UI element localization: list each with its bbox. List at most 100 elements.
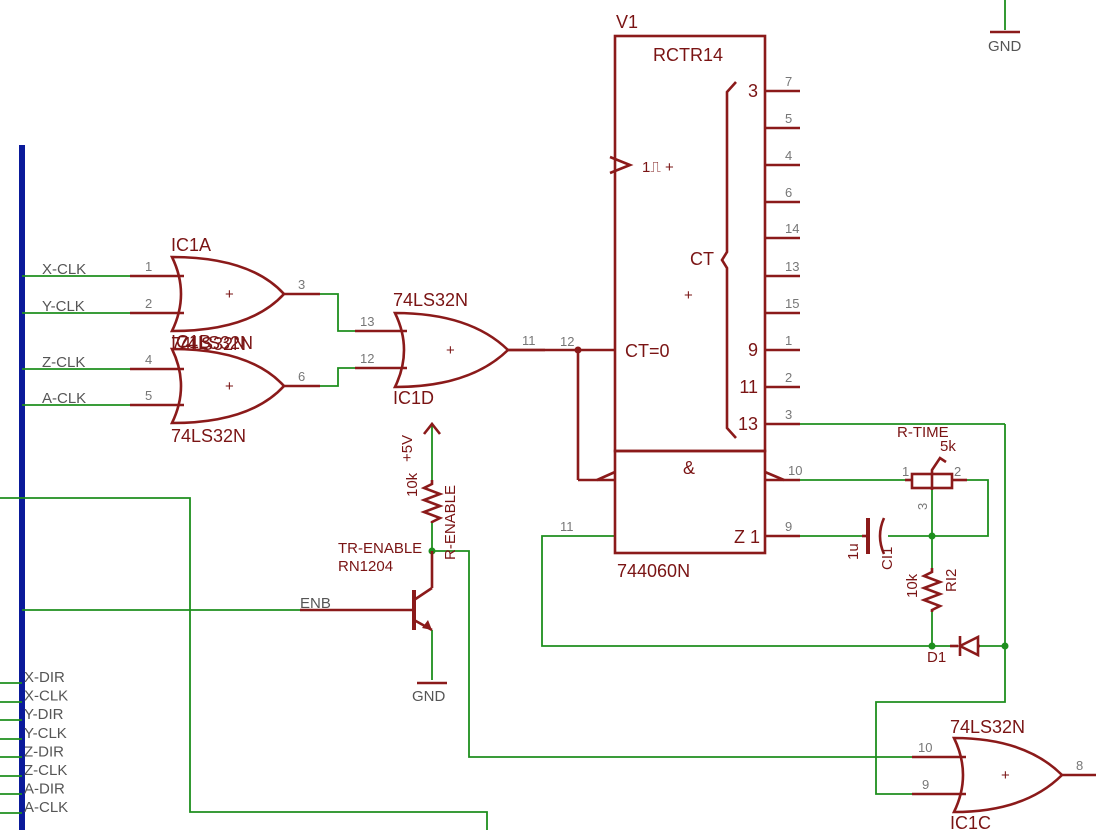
bus-label: Y-CLK (24, 725, 67, 742)
counter-output-pin-number: 4 (785, 148, 792, 163)
gate-part: 74LS32N (393, 290, 468, 310)
gate-plus: + (1001, 767, 1010, 784)
cap-name: CI1 (879, 547, 896, 570)
reset-label: CT=0 (625, 341, 670, 361)
ri2-value: 10k (904, 573, 921, 598)
counter-ref: V1 (616, 12, 638, 32)
gate-ref-overlap: IC1B (171, 332, 211, 352)
pin-number: 3 (915, 503, 930, 510)
counter-output-inner-label: 11 (739, 377, 758, 397)
top-ground-label: GND (988, 38, 1022, 55)
ri2-name: RI2 (943, 569, 960, 592)
junction-dot (928, 532, 936, 540)
gate-part: 74LS32N (171, 426, 246, 446)
gate-plus: + (225, 286, 234, 303)
pin-number: 6 (298, 369, 305, 384)
diode-name: D1 (927, 649, 946, 666)
r-enable-name: R-ENABLE (442, 485, 459, 560)
gate-plus: + (225, 378, 234, 395)
resistor-ri2: 10k RI2 (904, 568, 960, 612)
pin-number: 13 (360, 314, 374, 329)
junction-dot (928, 642, 936, 650)
pin-number: 4 (145, 352, 152, 367)
clock-symbol: 1⎍ + (642, 159, 674, 176)
junction-dot (1001, 642, 1009, 650)
pin-10-number: 10 (788, 463, 802, 478)
net-enb: ENB (300, 595, 331, 612)
pin-number: 8 (1076, 758, 1083, 773)
monostable-part: 744060N (617, 561, 690, 581)
cap-value: 1u (845, 543, 862, 560)
pin-9-number: 9 (785, 519, 792, 534)
counter-output-pin-number: 15 (785, 296, 799, 311)
counter-output-pin-number: 3 (785, 407, 792, 422)
counter-output-pin-number: 2 (785, 370, 792, 385)
net-z-clk: Z-CLK (42, 354, 85, 371)
resistor-r-enable: 10k R-ENABLE (404, 472, 459, 560)
transistor-name: TR-ENABLE (338, 540, 422, 557)
or-gate-ic1b: + 74LS32N 4 5 6 (130, 347, 320, 446)
counter-output-inner-label: 3 (748, 81, 758, 101)
pin-number: 11 (522, 333, 536, 348)
pin-number: 2 (145, 296, 152, 311)
diode-d1: D1 (927, 634, 980, 666)
counter-output-pin-number: 13 (785, 259, 799, 274)
bus-label: A-DIR (24, 781, 65, 798)
transistor-tr-enable: TR-ENABLE RN1204 (300, 540, 434, 632)
pin-number: 12 (360, 351, 374, 366)
net-y-clk: Y-CLK (42, 298, 85, 315)
r-enable-value: 10k (404, 472, 421, 497)
bus-label: X-CLK (24, 688, 68, 705)
net-a-clk: A-CLK (42, 390, 86, 407)
counter-rctr14: V1 RCTR14 1⎍ + CT + CT=0 12 735461413151… (508, 12, 800, 555)
trimmer-name: R-TIME (897, 424, 949, 441)
gate-ref: IC1C (950, 813, 991, 830)
pin-number: 1 (902, 464, 909, 479)
trimmer-value: 5k (940, 438, 956, 455)
gate-ref: IC1D (393, 388, 434, 408)
pin-number: 10 (918, 740, 932, 755)
counter-output-inner-label: 13 (738, 414, 758, 434)
or-gate-ic1a: + IC1A 74LS32N 1 2 3 (130, 235, 320, 354)
ground-label: GND (412, 688, 446, 705)
ct-label: CT (690, 249, 714, 269)
gate-ref: IC1A (171, 235, 211, 255)
transistor-part: RN1204 (338, 558, 393, 575)
wires (0, 0, 1006, 830)
counter-output-pin-number: 14 (785, 221, 799, 236)
gate-plus: + (446, 342, 455, 359)
gate-part-overlap: 74LS32N (178, 333, 253, 353)
counter-title: RCTR14 (653, 45, 723, 65)
counter-plus: + (684, 287, 693, 304)
monostable-744060n: & 744060N Z 1 10 9 11 (560, 458, 802, 581)
bus-label: A-CLK (24, 799, 68, 816)
counter-output-pin-number: 5 (785, 111, 792, 126)
top-ground-symbol: GND (988, 30, 1022, 55)
gate-part: 74LS32N (950, 717, 1025, 737)
ground-symbol: GND (412, 681, 447, 705)
bus-label: Z-DIR (24, 743, 64, 760)
counter-output-pin-number: 6 (785, 185, 792, 200)
plus5v-label: +5V (399, 435, 416, 462)
counter-output-pin-number: 7 (785, 74, 792, 89)
trimmer-r-time: R-TIME 5k 1 2 3 (897, 424, 967, 510)
pin-number: 3 (298, 277, 305, 292)
capacitor-ci1: 1u CI1 (845, 517, 896, 570)
and-symbol: & (683, 458, 695, 478)
bus-label: Y-DIR (24, 706, 64, 723)
pin-11-number: 11 (560, 519, 574, 534)
bus-label: X-DIR (24, 669, 65, 686)
pin-number: 5 (145, 388, 152, 403)
pin-number: 2 (954, 464, 961, 479)
pin-number: 1 (145, 259, 152, 274)
z1-label: Z 1 (734, 527, 760, 547)
supply-plus5v: +5V (399, 421, 442, 462)
counter-outputs: 7 3 5 4 6 14 13 15 1 9 2 11 3 13 (738, 74, 800, 434)
or-gate-ic1d: + 74LS32N IC1D 13 12 11 (355, 290, 545, 408)
counter-output-inner-label: 9 (748, 340, 758, 360)
counter-output-pin-number: 1 (785, 333, 792, 348)
reset-pin-number: 12 (560, 334, 574, 349)
or-gate-ic1c: + 74LS32N IC1C 10 9 8 (912, 717, 1096, 830)
